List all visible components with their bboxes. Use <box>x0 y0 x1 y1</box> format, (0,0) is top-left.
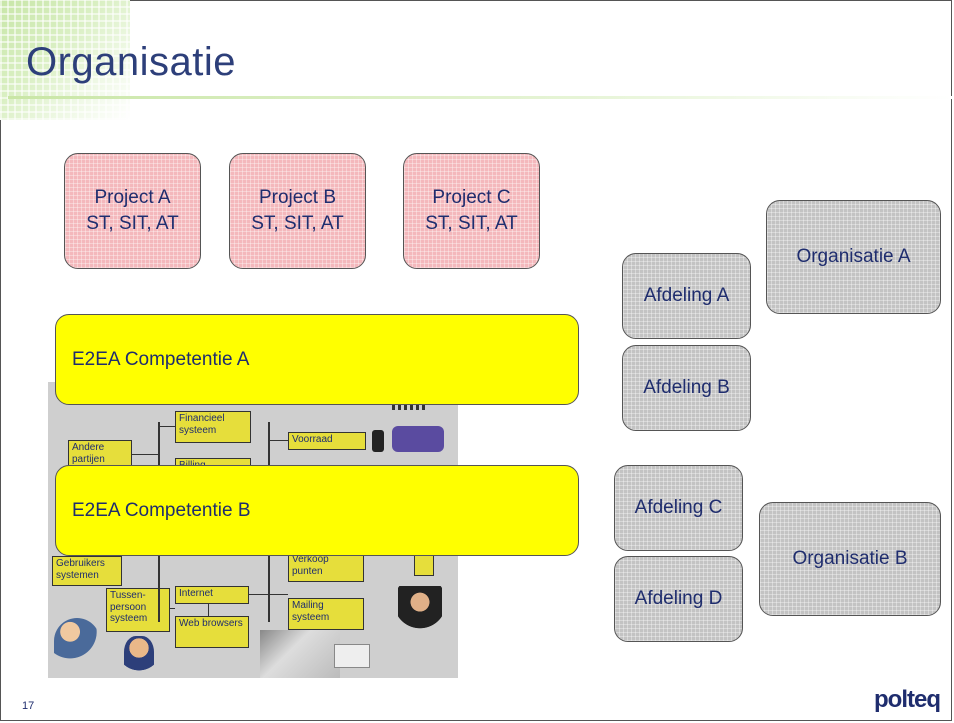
truck-icon <box>392 426 444 452</box>
slide-title: Organisatie <box>26 40 237 84</box>
department-b-label: Afdeling B <box>643 377 730 399</box>
mini-box-web-browsers: Web browsers <box>175 616 249 648</box>
connector-line <box>268 440 288 441</box>
phone-icon <box>372 430 384 452</box>
mini-box-financieel: Financieel systeem <box>175 411 251 443</box>
title-decoration <box>0 0 130 120</box>
project-c-name: Project C <box>432 187 511 209</box>
competence-a-bar: E2EA Competentie A <box>55 314 579 405</box>
project-a-tests: ST, SIT, AT <box>86 213 179 234</box>
mini-box-internet: Internet <box>175 586 249 604</box>
mini-box-verkoop: Verkoop punten <box>288 552 364 582</box>
logo-mark-icon <box>392 400 428 410</box>
project-c-tests: ST, SIT, AT <box>425 213 518 234</box>
department-d-box: Afdeling D <box>614 556 743 642</box>
computer-user-icon <box>260 630 340 678</box>
project-a-box: Project A ST, SIT, AT <box>64 153 201 269</box>
businessman-icon <box>398 586 442 632</box>
mini-box-voorraad: Voorraad <box>288 432 366 450</box>
department-a-box: Afdeling A <box>622 253 751 339</box>
people-icon <box>54 618 100 664</box>
project-a-name: Project A <box>94 187 171 209</box>
mini-box-gebruikers: Gebruikers systemen <box>52 556 122 586</box>
organisation-a-label: Organisatie A <box>796 246 911 268</box>
envelope-icon <box>334 644 370 668</box>
competence-b-label: E2EA Competentie B <box>72 499 251 521</box>
department-b-box: Afdeling B <box>622 345 751 431</box>
connector-line <box>132 454 158 455</box>
competence-a-label: E2EA Competentie A <box>72 348 250 370</box>
person-icon <box>124 636 154 676</box>
polteq-logo: polteq <box>874 686 941 713</box>
competence-b-bar: E2EA Competentie B <box>55 465 579 556</box>
organisation-b-box: Organisatie B <box>759 502 941 616</box>
project-b-name: Project B <box>258 187 337 209</box>
project-c-box: Project C ST, SIT, AT <box>403 153 540 269</box>
project-b-box: Project B ST, SIT, AT <box>229 153 366 269</box>
connector-line <box>158 426 175 427</box>
mini-box-mailing: Mailing systeem <box>288 598 364 630</box>
connector-line <box>170 608 175 609</box>
project-b-tests: ST, SIT, AT <box>251 213 344 234</box>
organisation-a-box: Organisatie A <box>766 200 941 314</box>
organisation-b-label: Organisatie B <box>792 548 908 570</box>
department-c-label: Afdeling C <box>634 497 723 519</box>
department-c-box: Afdeling C <box>614 465 743 551</box>
connector-line <box>249 594 288 595</box>
mini-box-tussenpersoon: Tussen-persoon systeem <box>106 588 170 632</box>
connector-line <box>208 604 209 616</box>
page-number: 17 <box>22 700 35 712</box>
department-d-label: Afdeling D <box>634 588 723 610</box>
title-underline <box>8 96 952 99</box>
department-a-label: Afdeling A <box>643 285 730 307</box>
